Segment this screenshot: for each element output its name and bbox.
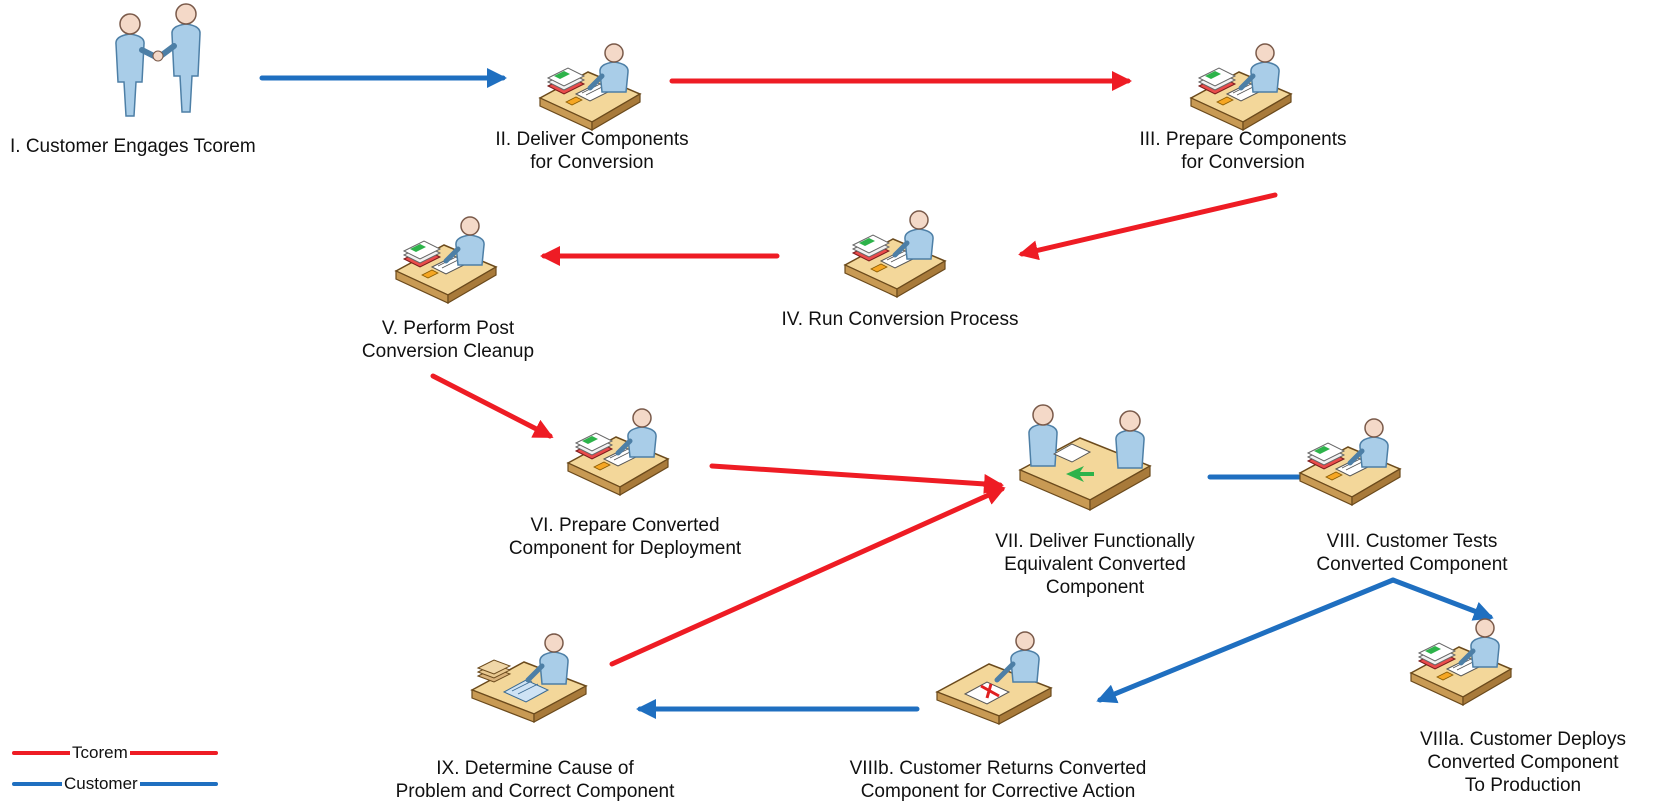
step-label-line: VIIIb. Customer Returns Converted xyxy=(849,758,1147,779)
step-label-ix: IX. Determine Cause of Problem and Corre… xyxy=(350,757,720,803)
step-label-line: To Production xyxy=(1464,775,1582,796)
step-label-ii: II. Deliver Components for Conversion xyxy=(442,128,742,174)
step-label-line: III. Prepare Components xyxy=(1139,129,1347,150)
desk-worker-icon xyxy=(540,44,640,130)
step-label-i: I. Customer Engages Tcorem xyxy=(10,135,330,158)
flow-arrows xyxy=(259,68,1494,719)
flow-arrow-tcorem xyxy=(609,486,1006,667)
step-label-line: for Conversion xyxy=(530,152,654,173)
step-label-line: Component for Deployment xyxy=(508,538,742,559)
desk-worker-icon xyxy=(1300,419,1400,505)
step-label-line: Equivalent Converted xyxy=(1004,554,1186,575)
step-label-vii: VII. Deliver Functionally Equivalent Con… xyxy=(945,530,1245,599)
flow-arrow-customer xyxy=(1096,577,1396,704)
desk-papers-icon xyxy=(470,633,588,724)
step-label-iv: IV. Run Conversion Process xyxy=(730,308,1070,331)
rejected-document-icon xyxy=(935,631,1053,726)
step-label-line: Problem and Correct Component xyxy=(395,781,675,802)
desk-worker-icon xyxy=(1191,44,1291,130)
step-label-line: VII. Deliver Functionally xyxy=(995,531,1195,552)
flow-arrow-tcorem xyxy=(430,373,554,439)
step-label-line: VI. Prepare Converted xyxy=(530,515,720,536)
step-label-line: Component for Corrective Action xyxy=(860,781,1136,802)
handover-desk-icon xyxy=(1018,404,1152,512)
flow-arrow-tcorem xyxy=(709,463,1004,494)
step-label-line: Converted Component xyxy=(1427,752,1619,773)
step-label-viiia: VIIIa. Customer Deploys Converted Compon… xyxy=(1378,728,1668,797)
step-label-line: Conversion Cleanup xyxy=(361,341,535,362)
desk-worker-icon xyxy=(396,217,496,303)
desk-worker-icon xyxy=(1411,619,1511,705)
flow-arrow-customer xyxy=(1390,577,1494,621)
desk-worker-icon xyxy=(845,211,945,297)
step-label-iii: III. Prepare Components for Conversion xyxy=(1093,128,1393,174)
step-label-v: V. Perform Post Conversion Cleanup xyxy=(318,317,578,363)
handshake-icon xyxy=(115,3,201,117)
step-label-line: for Conversion xyxy=(1181,152,1305,173)
legend-tcorem-label: Tcorem xyxy=(70,743,130,762)
step-label-line: IX. Determine Cause of xyxy=(436,758,634,779)
step-label-line: II. Deliver Components xyxy=(495,129,689,150)
legend-customer-label: Customer xyxy=(62,774,140,793)
step-label-line: VIIIa. Customer Deploys xyxy=(1420,729,1626,750)
step-label-line: Converted Component xyxy=(1316,554,1508,575)
flow-arrow-tcorem xyxy=(1018,192,1278,261)
step-label-viiib: VIIIb. Customer Returns Converted Compon… xyxy=(808,757,1188,803)
step-label-viii: VIII. Customer Tests Converted Component xyxy=(1262,530,1562,576)
step-label-line: I. Customer Engages Tcorem xyxy=(10,136,256,157)
desk-worker-icon xyxy=(568,409,668,495)
step-label-line: IV. Run Conversion Process xyxy=(781,309,1019,330)
step-label-vi: VI. Prepare Converted Component for Depl… xyxy=(460,514,790,560)
step-label-line: Component xyxy=(1045,577,1145,598)
step-label-line: VIII. Customer Tests xyxy=(1326,531,1498,552)
step-label-line: V. Perform Post xyxy=(381,318,515,339)
